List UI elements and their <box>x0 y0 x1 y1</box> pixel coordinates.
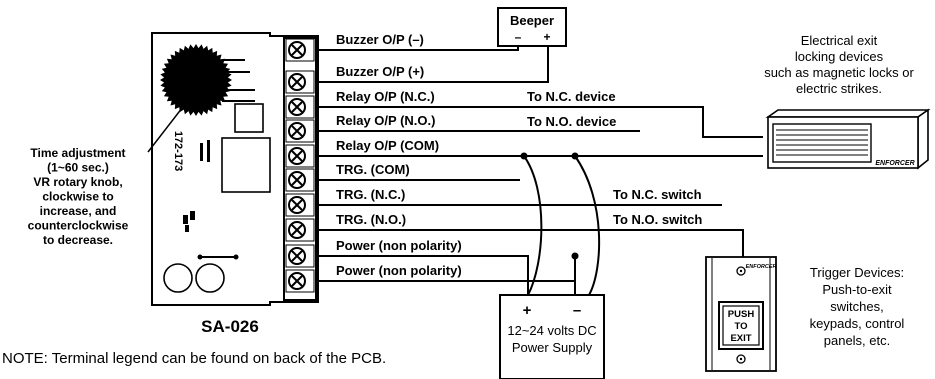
power-label: Power Supply <box>512 340 593 355</box>
terminal-label: Power (non polarity) <box>336 263 462 278</box>
rotary-knob-icon <box>160 44 232 116</box>
beeper-label: Beeper <box>510 13 554 28</box>
trimmer-component <box>234 103 264 133</box>
terminal-label: Buzzer O/P (–) <box>336 32 424 47</box>
terminal-label: Buzzer O/P (+) <box>336 64 424 79</box>
pcb-board: 172-173 SA-026 <box>151 32 319 336</box>
caption-line: counterclockwise <box>28 219 129 233</box>
time-adjustment-caption: Time adjustment(1~60 sec.)VR rotary knob… <box>28 146 129 247</box>
power-minus: – <box>573 302 581 319</box>
terminal-wires: Buzzer O/P (–) Buzzer O/P (+) Relay O/P (N… <box>336 32 462 278</box>
terminal-screw-icon <box>285 269 315 293</box>
terminal-label: Relay O/P (COM) <box>336 138 439 153</box>
time-adjust-leader <box>147 89 197 153</box>
terminal-label: Relay O/P (N.O.) <box>336 113 435 128</box>
terminal-screw-icon <box>285 218 315 242</box>
caption-line: to decrease. <box>43 233 113 247</box>
beeper-minus: – <box>515 30 522 44</box>
push-button-line3: EXIT <box>730 333 751 344</box>
terminal-screw-icon <box>285 95 315 119</box>
to-no-switch-label: To N.O. switch <box>613 212 702 227</box>
terminal-label: TRG. (N.O.) <box>336 212 406 227</box>
to-nc-device-label: To N.C. device <box>527 89 616 104</box>
terminal-label: Power (non polarity) <box>336 238 462 253</box>
terminal-screw-icon <box>285 38 315 62</box>
caption-line: Trigger Devices: <box>810 265 904 280</box>
terminal-screw-icon <box>285 144 315 168</box>
push-button-line2: TO <box>734 321 747 332</box>
trigger-brand-logo: ENFORCER <box>746 264 777 270</box>
caption-line: increase, and <box>40 204 117 218</box>
caption-line: Electrical exit <box>801 33 878 48</box>
terminal-screw-icon <box>285 193 315 217</box>
mounting-hole <box>195 263 225 293</box>
board-model-label: SA-026 <box>201 317 259 336</box>
beeper: Beeper – + <box>497 7 567 47</box>
caption-line: VR rotary knob, <box>33 175 122 189</box>
terminal-screw-icon <box>285 119 315 143</box>
terminal-strip <box>283 37 317 301</box>
caption-line: keypads, control <box>810 316 905 331</box>
to-no-device-label: To N.O. device <box>527 114 616 129</box>
caption-line: switches, <box>830 299 883 314</box>
power-voltage: 12~24 volts DC <box>507 323 596 338</box>
trigger-device-caption: Trigger Devices: Push-to-exit switches, key… <box>810 265 905 348</box>
terminal-label: Relay O/P (N.C.) <box>336 89 435 104</box>
pcb-note: NOTE: Terminal legend can be found on ba… <box>2 350 386 367</box>
terminal-screw-icon <box>285 70 315 94</box>
caption-line: Push-to-exit <box>822 282 892 297</box>
caption-line: panels, etc. <box>824 333 891 348</box>
magnetic-lock-icon: ENFORCER <box>765 108 931 170</box>
caption-line: clockwise to <box>42 190 113 204</box>
power-supply: + – 12~24 volts DC Power Supply <box>499 294 605 379</box>
caption-line: locking devices <box>795 49 884 64</box>
push-to-exit-icon: ENFORCER PUSH TO EXIT <box>705 256 777 372</box>
to-nc-switch-label: To N.C. switch <box>613 187 702 202</box>
lock-brand-logo: ENFORCER <box>875 160 914 167</box>
power-plus: + <box>523 302 532 319</box>
terminal-screw-icon <box>285 168 315 192</box>
beeper-plus: + <box>543 30 550 44</box>
terminal-screw-icon <box>285 244 315 268</box>
caption-line: Time adjustment <box>30 146 125 160</box>
caption-line: (1~60 sec.) <box>47 161 109 175</box>
caption-line: such as magnetic locks or <box>764 65 914 80</box>
pcb-code: 172-173 <box>172 131 184 171</box>
relay-component <box>221 137 271 193</box>
caption-line: electric strikes. <box>796 81 882 96</box>
terminal-label: TRG. (COM) <box>336 162 410 177</box>
push-button-line1: PUSH <box>728 309 755 320</box>
terminal-label: TRG. (N.C.) <box>336 187 405 202</box>
mounting-hole <box>163 263 193 293</box>
